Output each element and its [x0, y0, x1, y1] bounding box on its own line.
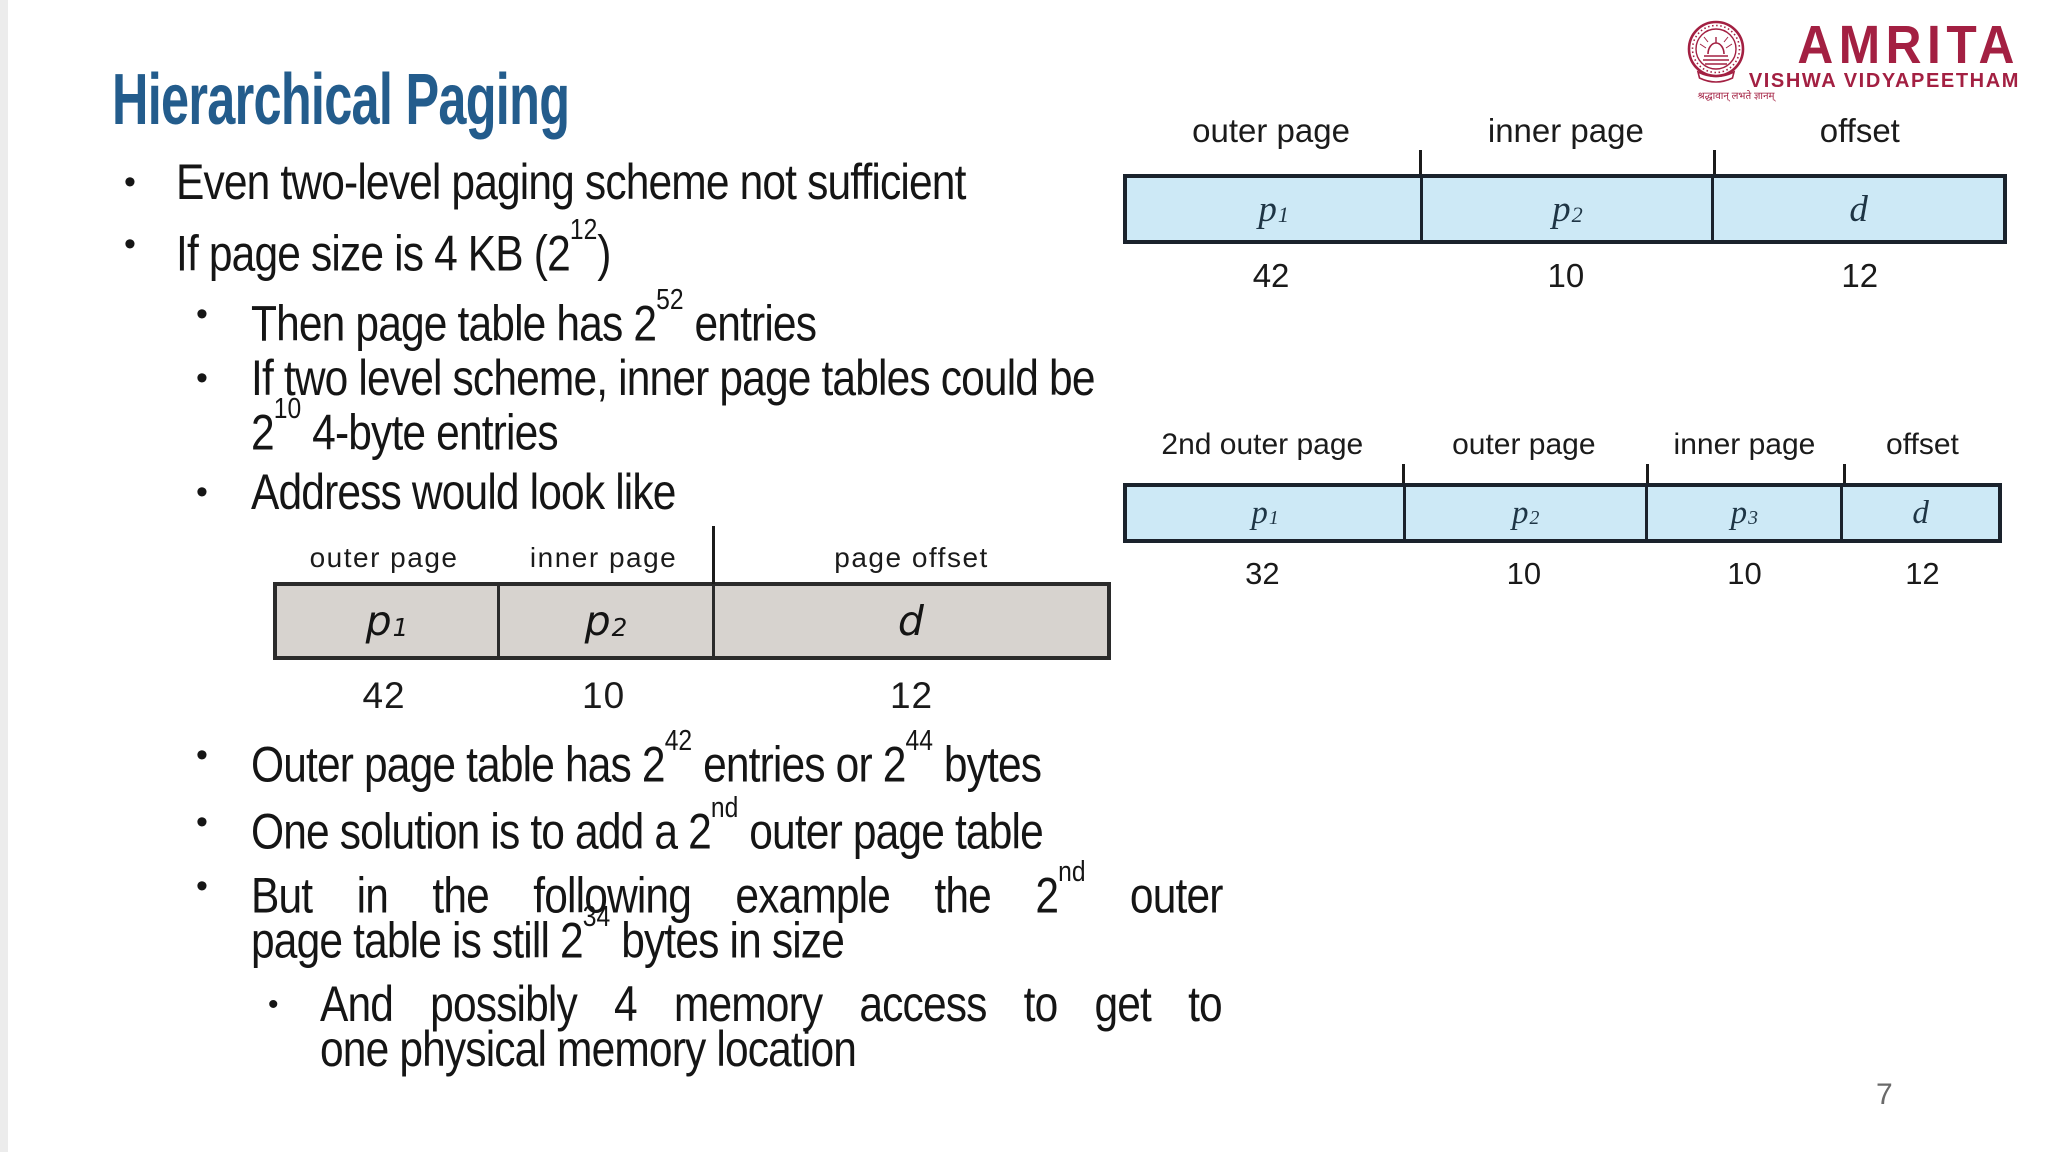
field-label: offset: [1886, 428, 1959, 461]
tick-divider: [1646, 464, 1649, 483]
field-label: page offset: [834, 542, 989, 573]
bullet-outer-page-table: • Outer page table has 242 entries or 24…: [196, 725, 1181, 793]
bullet-text: Address would look like: [251, 464, 676, 520]
bit-count: 10: [1547, 257, 1585, 294]
field-label: 2nd outer page: [1161, 428, 1364, 461]
field-label: outer page: [1452, 428, 1596, 461]
bullet-dot: •: [196, 803, 208, 841]
bit-count: 12: [1841, 257, 1879, 294]
field-label: offset: [1819, 112, 1900, 149]
bullet-text: Even two-level paging scheme not suffici…: [176, 154, 966, 210]
tick-divider: [1419, 150, 1423, 174]
bullet-text: Then page table has 252 entries: [251, 284, 817, 352]
label-ticks: [1123, 464, 2002, 483]
bit-count: 32: [1245, 556, 1280, 591]
bullet-text-line2: 210 4-byte entries: [251, 393, 559, 461]
bullet-dot: •: [196, 736, 208, 774]
address-diagram-three-level: 2nd outer page outer page inner page off…: [1123, 428, 2002, 592]
bullet-one-solution: • One solution is to add a 2nd outer pag…: [196, 792, 1183, 860]
page-number: 7: [1876, 1078, 1893, 1111]
bullet-dot: •: [124, 163, 136, 201]
bullet-text: One solution is to add a 2nd outer page …: [251, 792, 1044, 860]
logo-motto: श्रद्धावान् लभते ज्ञानम्: [1697, 91, 1775, 102]
slide-left-edge: [0, 0, 8, 1152]
bit-count: 42: [362, 675, 406, 716]
bullet-text-line1: If two level scheme, inner page tables c…: [251, 350, 1095, 406]
bullet-address-look: • Address would look like: [196, 464, 751, 520]
label-ticks: [1123, 150, 2007, 174]
bit-count: 12: [1905, 556, 1940, 591]
field-cell-d: d: [1711, 178, 2003, 240]
bullet-dot: •: [124, 225, 136, 263]
field-cell-d: d: [711, 586, 1107, 656]
logo-subtitle: VISHWA VIDYAPEETHAM: [1748, 70, 2020, 92]
bullet-two-level-scheme: • If two level scheme, inner page tables…: [196, 350, 1244, 461]
bullet-page-size: • If page size is 4 KB (212): [124, 214, 687, 282]
field-cell-d: d: [1840, 487, 1998, 539]
bullet-dot: •: [196, 473, 208, 511]
bullet-text: Outer page table has 242 entries or 244 …: [251, 725, 1042, 793]
amrita-logo: AMRITA VISHWA VIDYAPEETHAM श्रद्धावान् ल…: [1680, 12, 2026, 104]
bullet-following-example: • But in the following example the 2nd o…: [196, 856, 1394, 969]
bullet-dot: •: [268, 988, 279, 1021]
bit-count: 10: [582, 675, 626, 716]
bit-count: 42: [1252, 257, 1290, 294]
field-label: inner page: [1487, 112, 1644, 149]
field-label: outer page: [309, 542, 459, 573]
bullet-memory-access: • And possibly 4 memory access to get to…: [268, 976, 1381, 1077]
bullet-text-line1: And possibly 4 memory access to get to: [320, 976, 1223, 1032]
field-label: inner page: [529, 542, 678, 573]
page-title: Hierarchical Paging: [112, 60, 570, 140]
bullet-text: If page size is 4 KB (212): [176, 214, 611, 282]
amrita-seal-icon: [1687, 20, 1745, 83]
bit-count: 10: [1727, 556, 1762, 591]
bullet-even-two-level: • Even two-level paging scheme not suffi…: [124, 154, 1105, 210]
column-divider-line: [712, 526, 716, 584]
bit-count: 12: [889, 675, 934, 716]
logo-wordmark: AMRITA: [1797, 15, 2020, 75]
bullet-text-line2: one physical memory location: [320, 1021, 857, 1077]
tick-divider: [1842, 464, 1846, 483]
field-label: outer page: [1192, 112, 1350, 149]
bullet-dot: •: [196, 359, 208, 397]
tick-divider: [1401, 464, 1405, 483]
bullet-page-table-entries: • Then page table has 252 entries: [196, 284, 916, 352]
bullet-dot: •: [196, 295, 208, 333]
bit-count: 10: [1506, 556, 1542, 591]
bullet-text-line1: But in the following example the 2nd out…: [251, 856, 1223, 924]
field-label: inner page: [1673, 428, 1816, 461]
bullet-text-line2: page table is still 234 bytes in size: [251, 901, 845, 969]
bullet-dot: •: [196, 867, 208, 905]
tick-divider: [1712, 150, 1716, 174]
